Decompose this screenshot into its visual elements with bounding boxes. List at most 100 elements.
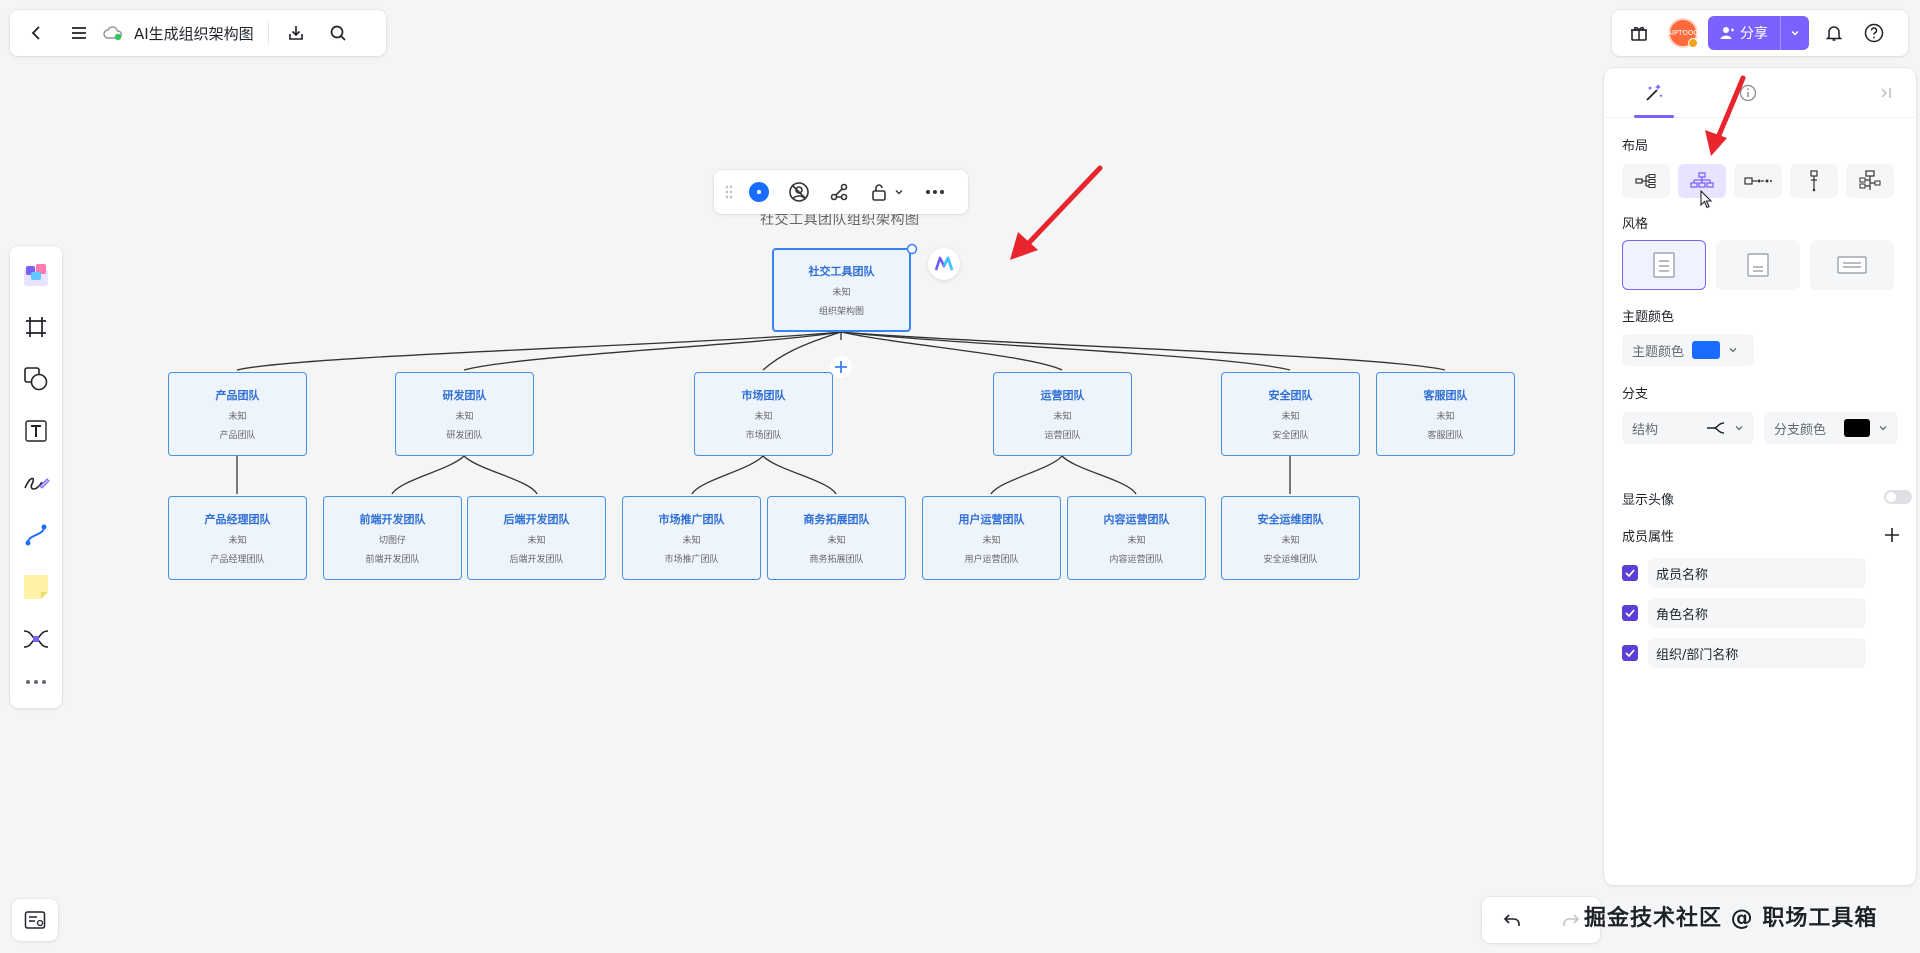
node-role: 未知 [455, 412, 474, 422]
more-tools-button[interactable] [16, 670, 56, 694]
tab-style[interactable] [1622, 68, 1686, 118]
node-role: 未知 [1281, 536, 1300, 546]
org-node-team[interactable]: 产品团队 未知 产品团队 [168, 372, 307, 456]
attribute-row[interactable]: 角色名称 [1622, 598, 1866, 628]
org-node-subteam[interactable]: 市场推广团队 未知 市场推广团队 [622, 496, 761, 580]
sticky-note-tool[interactable] [16, 566, 56, 608]
drag-handle-icon[interactable] [720, 175, 738, 209]
attribute-row[interactable]: 组织/部门名称 [1622, 638, 1866, 668]
org-node-subteam[interactable]: 内容运营团队 未知 内容运营团队 [1067, 496, 1206, 580]
document-title[interactable]: AI生成组织架构图 [134, 24, 254, 43]
node-role: 未知 [228, 412, 247, 422]
resize-handle[interactable] [906, 243, 918, 255]
org-node-subteam[interactable]: 商务拓展团队 未知 商务拓展团队 [767, 496, 906, 580]
org-node-team[interactable]: 运营团队 未知 运营团队 [993, 372, 1132, 456]
theme-color-select[interactable]: 主题颜色 [1622, 334, 1754, 366]
node-role: 未知 [228, 536, 247, 546]
hide-avatar-button[interactable] [780, 175, 818, 209]
layout-option-tree[interactable] [1846, 164, 1894, 198]
gift-button[interactable] [1620, 16, 1658, 50]
structure-button[interactable] [820, 175, 858, 209]
frame-tool[interactable] [16, 306, 56, 348]
more-dots-icon [926, 190, 944, 194]
branch-color-select-label: 分支颜色 [1774, 422, 1827, 438]
color-button[interactable] [740, 175, 778, 209]
mouse-cursor-icon [1700, 190, 1713, 209]
chart-title[interactable]: 社交工具团队组织架构图 [760, 212, 920, 228]
show-avatar-toggle[interactable] [1884, 490, 1912, 504]
node-dept: 客服团队 [1427, 431, 1464, 441]
org-node-root[interactable]: 社交工具团队 未知 组织架构图 [772, 248, 911, 332]
node-name: 市场推广团队 [658, 513, 725, 526]
avatar[interactable]: AIPTOOO [1667, 18, 1699, 48]
chart-connectors [236, 331, 1446, 495]
text-icon [25, 420, 47, 442]
mindmap-tool[interactable] [16, 618, 56, 660]
pen-tool[interactable] [16, 462, 56, 504]
branch-color-select[interactable]: 分支颜色 [1764, 412, 1898, 444]
checkbox-checked[interactable] [1622, 605, 1638, 621]
share-dropdown[interactable] [1781, 16, 1809, 50]
minimap-button[interactable] [12, 899, 58, 941]
color-dot-icon [749, 182, 769, 202]
structure-select-label: 结构 [1632, 422, 1659, 438]
redo-button[interactable] [1552, 903, 1590, 937]
undo-button[interactable] [1493, 903, 1531, 937]
attribute-label: 角色名称 [1648, 598, 1866, 628]
collapse-right-icon [1881, 87, 1891, 98]
no-avatar-icon [789, 182, 809, 202]
menu-button[interactable] [60, 16, 98, 50]
org-node-team[interactable]: 客服团队 未知 客服团队 [1376, 372, 1515, 456]
node-name: 安全运维团队 [1257, 513, 1324, 526]
whiteboard-canvas[interactable]: 社交工具团队组织架构图 社交工具团队 未知 组织架构图 产品团队 未知 产品团队… [0, 0, 1600, 953]
card-portrait-icon [1653, 252, 1675, 278]
layout-option-horizontal[interactable] [1734, 164, 1782, 198]
back-button[interactable] [18, 16, 56, 50]
tab-info[interactable] [1716, 68, 1780, 118]
layout-option-vertical[interactable] [1790, 164, 1838, 198]
checkbox-checked[interactable] [1622, 565, 1638, 581]
org-node-subteam[interactable]: 前端开发团队 切图仔 前端开发团队 [323, 496, 462, 580]
layout-option-right[interactable] [1622, 164, 1670, 198]
theme-color-swatch [1692, 341, 1721, 359]
attribute-row[interactable]: 成员名称 [1622, 558, 1866, 588]
connector-icon [25, 524, 47, 546]
download-button[interactable] [277, 16, 315, 50]
org-node-team[interactable]: 市场团队 未知 市场团队 [694, 372, 833, 456]
branch-icon [830, 183, 848, 201]
shape-tool[interactable] [16, 358, 56, 400]
style-option-card-wide[interactable] [1810, 240, 1894, 290]
template-tool[interactable] [16, 254, 56, 296]
check-icon [1625, 569, 1635, 577]
org-node-subteam[interactable]: 后端开发团队 未知 后端开发团队 [467, 496, 606, 580]
checkbox-checked[interactable] [1622, 645, 1638, 661]
style-option-card-short[interactable] [1716, 240, 1800, 290]
add-attribute-icon[interactable] [1884, 527, 1900, 543]
help-icon [1864, 23, 1884, 43]
node-name: 前端开发团队 [359, 513, 426, 526]
lock-button[interactable] [860, 175, 914, 209]
org-node-subteam[interactable]: 产品经理团队 未知 产品经理团队 [168, 496, 307, 580]
structure-select[interactable]: 结构 [1622, 412, 1754, 444]
node-dept: 市场团队 [745, 431, 782, 441]
style-option-card-tall[interactable] [1622, 240, 1706, 290]
org-node-subteam[interactable]: 安全运维团队 未知 安全运维团队 [1221, 496, 1360, 580]
top-right-toolbar: AIPTOOO 分享 [1612, 10, 1908, 56]
help-button[interactable] [1859, 16, 1889, 50]
connector-tool[interactable] [16, 514, 56, 556]
org-node-team[interactable]: 安全团队 未知 安全团队 [1221, 372, 1360, 456]
collapse-panel-button[interactable] [1866, 68, 1906, 118]
node-floating-toolbar [714, 170, 968, 214]
search-button[interactable] [319, 16, 357, 50]
org-node-team[interactable]: 研发团队 未知 研发团队 [395, 372, 534, 456]
divider [267, 22, 269, 44]
org-node-subteam[interactable]: 用户运营团队 未知 用户运营团队 [922, 496, 1061, 580]
plus-icon [835, 361, 847, 373]
add-node-button[interactable] [830, 356, 852, 378]
ai-assistant-badge[interactable] [928, 248, 960, 280]
node-dept: 产品经理团队 [210, 555, 265, 565]
text-tool[interactable] [16, 410, 56, 452]
notifications-button[interactable] [1819, 16, 1849, 50]
share-button[interactable]: 分享 [1708, 16, 1809, 50]
more-button[interactable] [916, 175, 954, 209]
